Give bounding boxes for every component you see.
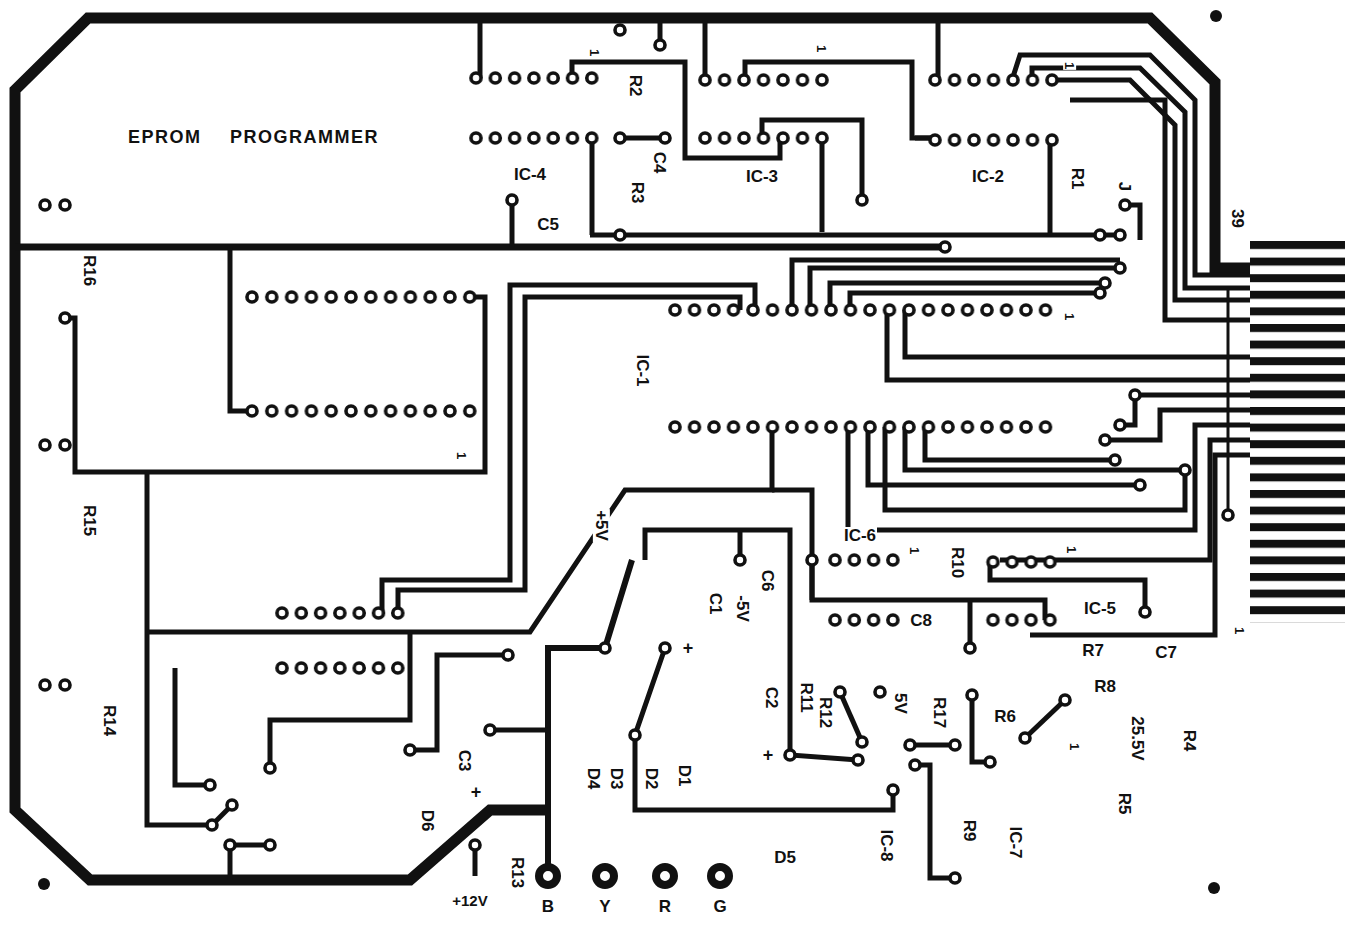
component-designator: C3 <box>456 748 473 772</box>
pin-marker: 39 <box>1228 208 1245 229</box>
component-designator: R11 <box>798 681 815 713</box>
pin-marker: 1 <box>1065 544 1078 553</box>
voltage-label: -5V <box>734 594 751 622</box>
component-designator: C8 <box>909 612 933 629</box>
component-designator: D1 <box>676 763 693 787</box>
edge-connector <box>1250 241 1350 623</box>
ic-designator: IC-2 <box>971 168 1005 185</box>
component-designator: C5 <box>536 216 560 233</box>
component-designator: R13 <box>510 855 527 888</box>
voltage-label: 25.5V <box>1129 715 1146 761</box>
ic-designator: IC-1 <box>634 353 651 387</box>
component-designator: R10 <box>950 545 967 578</box>
component-designator: R5 <box>1116 791 1133 815</box>
pin-marker: 1 <box>588 47 601 56</box>
component-designator: R8 <box>1093 678 1117 695</box>
pin-marker: + <box>470 783 483 801</box>
component-designator: R15 <box>82 503 99 536</box>
component-designator: D2 <box>643 766 660 790</box>
pin-marker: 1 <box>908 545 921 554</box>
ic-pad-rows <box>242 68 1062 678</box>
board-outline <box>15 18 1250 880</box>
component-pads <box>40 25 1233 883</box>
corner-marks <box>38 10 1222 894</box>
pin-marker: B <box>541 898 555 915</box>
component-designator: R3 <box>629 180 646 204</box>
board-title: EPROM PROGRAMMER <box>128 128 379 146</box>
component-designator: D6 <box>419 808 436 832</box>
component-designator: D3 <box>608 766 625 790</box>
voltage-label: 5V <box>891 692 908 715</box>
power-terminals <box>539 867 729 885</box>
pin-marker: + <box>762 746 775 764</box>
voltage-label: +5V <box>592 509 609 542</box>
pin-marker: 1 <box>1063 311 1076 320</box>
component-designator: C6 <box>759 568 776 592</box>
component-designator: C7 <box>1154 644 1178 661</box>
ic-designator: IC-3 <box>745 168 779 185</box>
ic-designator: IC-5 <box>1083 600 1117 617</box>
pin-marker: G <box>712 898 727 915</box>
component-designator: C1 <box>707 591 724 615</box>
pin-marker: 1 <box>1063 60 1076 69</box>
component-designator: D4 <box>585 766 602 790</box>
component-designator: R2 <box>627 73 644 97</box>
pin-marker: Y <box>598 898 611 915</box>
component-designator: R9 <box>961 818 978 842</box>
pin-marker: 1 <box>815 43 828 52</box>
component-designator: R <box>658 898 672 915</box>
ic-designator: IC-7 <box>1007 825 1024 859</box>
component-designator: R16 <box>82 253 99 286</box>
pin-marker: 1 <box>1068 741 1081 750</box>
component-designator: J <box>1117 180 1134 191</box>
pin-marker: 1 <box>455 450 468 459</box>
pin-marker: 1 <box>1233 625 1246 634</box>
component-designator: R6 <box>993 708 1017 725</box>
voltage-label: +12V <box>451 893 488 908</box>
ic-designator: IC-8 <box>878 828 895 862</box>
ic-designator: IC-4 <box>513 166 547 183</box>
component-designator: C2 <box>763 685 780 709</box>
component-designator: R12 <box>818 695 835 728</box>
component-designator: R17 <box>932 695 949 728</box>
ic-designator: IC-6 <box>843 527 877 544</box>
component-designator: R1 <box>1069 166 1086 190</box>
component-designator: D5 <box>773 849 797 866</box>
pin-marker: + <box>682 639 695 657</box>
component-designator: R4 <box>1181 728 1198 752</box>
component-designator: C4 <box>651 150 668 174</box>
component-designator: R7 <box>1081 642 1105 659</box>
copper-traces <box>15 20 1250 880</box>
component-designator: R14 <box>102 703 119 736</box>
